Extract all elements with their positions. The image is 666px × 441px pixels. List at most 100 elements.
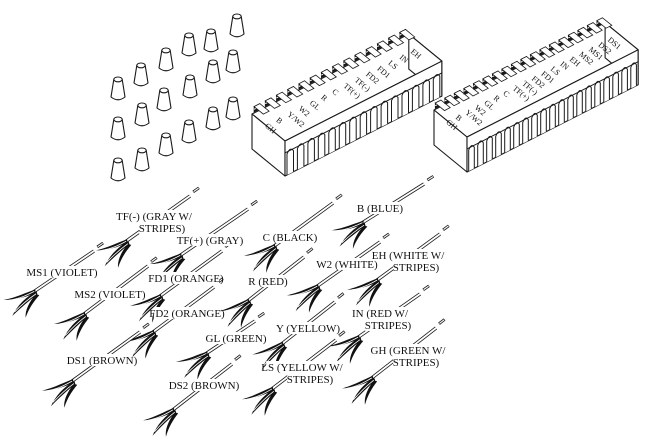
wire-tip-core — [339, 331, 345, 336]
wire-tip-core — [338, 293, 344, 298]
castellation — [370, 106, 378, 133]
wire-tip-core — [143, 323, 149, 329]
fray-strand — [242, 386, 274, 400]
wire-nut-body — [205, 62, 221, 84]
wire-nut-body — [134, 105, 150, 127]
wire-label-gl: GL (GREEN) — [206, 332, 267, 345]
wire-tip-core — [97, 242, 103, 248]
front-ledge-line — [284, 72, 443, 154]
castellation — [338, 122, 347, 149]
wire-nut — [156, 87, 172, 112]
wire-tip-core — [336, 194, 342, 199]
fray-highlight — [223, 300, 249, 312]
wire-label-text: STRIPES) — [365, 320, 412, 332]
pin-top — [253, 103, 270, 115]
wire-nut-body — [229, 16, 245, 38]
wire-tip-core — [151, 257, 157, 262]
fray-highlight — [154, 411, 175, 433]
fray-strand — [76, 316, 90, 341]
pin-top — [596, 17, 613, 29]
castellation — [612, 71, 619, 98]
terminal-pin — [567, 31, 584, 44]
wire-frayed-end — [286, 284, 323, 313]
wire-tip-core — [258, 312, 265, 318]
fray-strand — [25, 293, 40, 318]
castellation — [540, 108, 547, 135]
wire-frayed-end — [218, 298, 254, 328]
wire-label-bg — [71, 354, 133, 366]
castellation — [567, 94, 574, 121]
fray-strand — [145, 334, 159, 359]
terminal-pin — [275, 91, 293, 104]
fray-strand — [243, 244, 276, 256]
wire-nut-top — [184, 32, 194, 39]
terminal-pin — [320, 68, 338, 81]
wire-label-bg — [287, 373, 333, 385]
fray-strand — [369, 282, 383, 307]
wire-tip-core — [439, 319, 445, 324]
fray-highlight — [257, 343, 283, 355]
wire-tip-core — [235, 355, 241, 360]
wire-frayed-end — [143, 407, 179, 437]
wire-label-bg — [374, 249, 442, 261]
fray-highlight — [46, 380, 73, 392]
fray-strand — [54, 311, 86, 325]
castellation — [522, 117, 529, 144]
fray-highlight — [14, 293, 37, 313]
pin-top — [320, 68, 338, 81]
castellation — [486, 135, 493, 162]
wire-tip-core — [251, 200, 257, 206]
castellation — [495, 131, 502, 158]
wire-nut-body — [181, 35, 197, 57]
castellation — [504, 126, 511, 153]
castellation — [432, 74, 441, 101]
fray-highlight — [246, 388, 273, 400]
wire-nut — [134, 147, 150, 172]
fray-highlight — [52, 383, 75, 403]
pin-label: R — [492, 93, 502, 104]
pin-top — [501, 65, 518, 78]
terminal-pin — [463, 85, 480, 97]
wire-label-r: R (RED) — [247, 275, 289, 288]
fray-highlight — [64, 316, 87, 336]
fray-strand — [143, 407, 175, 421]
wire-nut — [110, 76, 126, 101]
fray-highlight — [341, 224, 365, 243]
fray-highlight — [134, 295, 161, 307]
fray-strand — [117, 243, 132, 268]
wire-nut-top — [113, 157, 123, 164]
castellation — [558, 99, 565, 126]
pin-top — [548, 41, 565, 53]
wire-label-b: B (BLUE) — [357, 202, 403, 215]
fray-strand — [171, 257, 186, 282]
wire-label-fd1: FD1 (ORANGE) — [148, 272, 224, 285]
wire-nut-body — [182, 77, 198, 99]
pin-top — [463, 85, 480, 97]
fray-strand — [342, 375, 374, 389]
wire-label-text: R (RED) — [248, 276, 288, 288]
wire-label-bg — [357, 202, 403, 214]
wire-nut — [203, 28, 219, 53]
fray-strand — [41, 379, 74, 391]
castellation — [349, 116, 357, 143]
wire-nut-top — [206, 28, 216, 35]
castellation — [513, 122, 520, 149]
fray-highlight — [147, 409, 174, 421]
pin-top — [264, 97, 282, 109]
pin-label: B — [274, 116, 284, 126]
castellation — [630, 62, 637, 89]
pin-top — [376, 40, 394, 52]
wire-label-text: C (BLACK) — [263, 232, 318, 244]
fray-strand — [218, 298, 250, 312]
pin-top — [558, 36, 575, 49]
castellation — [359, 111, 368, 138]
wire-label-bg — [173, 379, 235, 391]
wire-nut — [205, 106, 221, 131]
pin-label: B — [454, 113, 464, 123]
castellation — [328, 127, 336, 154]
terminal-pin — [331, 63, 349, 75]
pin-top — [520, 56, 537, 68]
wire-nut-body — [110, 119, 126, 141]
pin-top — [387, 34, 405, 47]
pin-top — [577, 26, 594, 39]
